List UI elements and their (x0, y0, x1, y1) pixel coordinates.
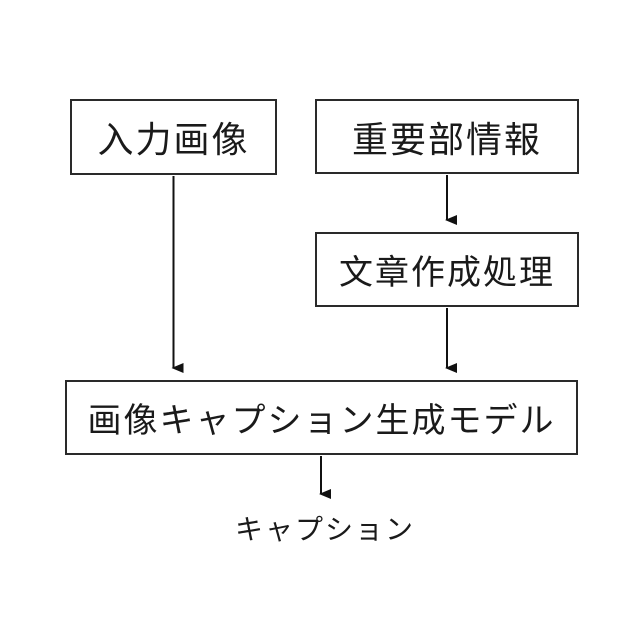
node-important-part-info-label: 重要部情報 (351, 118, 542, 160)
node-input-image-label: 入力画像 (97, 119, 250, 160)
node-text-generation-process: 文章作成処理 (315, 232, 579, 307)
output-caption-label: キャプション (234, 514, 415, 545)
node-caption-model: 画像キャプション生成モデル (65, 380, 578, 455)
node-input-image: 入力画像 (70, 99, 277, 175)
node-caption-model-label: 画像キャプション生成モデル (87, 402, 556, 440)
node-important-part-info: 重要部情報 (315, 99, 579, 174)
node-text-generation-process-label: 文章作成処理 (339, 254, 555, 292)
